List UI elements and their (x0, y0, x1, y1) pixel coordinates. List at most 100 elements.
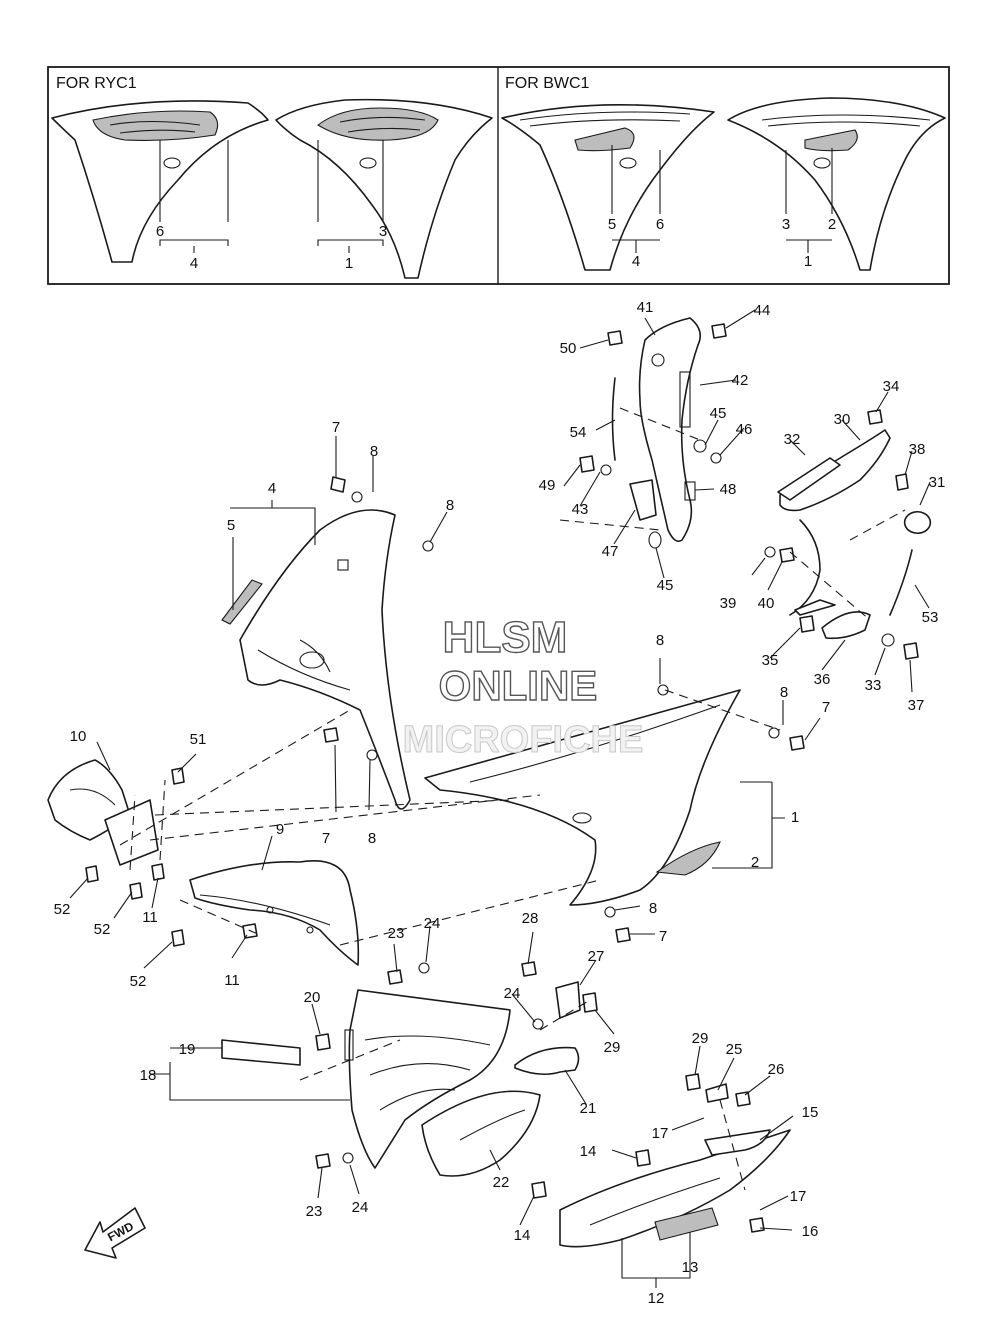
callout-15: 15 (802, 1104, 819, 1121)
callout-numbers: 6 4 3 1 5 6 4 3 2 1 41 44 50 42 34 45 30… (54, 216, 946, 1307)
callout-1-b: 1 (804, 253, 812, 270)
callout-3-b: 3 (782, 216, 790, 233)
callout-17-b: 17 (790, 1188, 807, 1205)
callout-45-b: 45 (657, 577, 674, 594)
callout-37: 37 (908, 697, 925, 714)
callout-27: 27 (588, 948, 605, 965)
variant-panels: FOR RYC1 FOR BWC1 (47, 66, 950, 285)
callout-11-b: 11 (224, 972, 240, 989)
callout-2-a: 2 (828, 216, 836, 233)
fasteners (85, 323, 919, 1233)
callout-12: 12 (648, 1290, 665, 1307)
callout-8-f: 8 (649, 900, 657, 917)
inner-panel (189, 860, 360, 966)
callout-8-b: 8 (446, 497, 454, 514)
callout-5-a: 5 (608, 216, 616, 233)
callout-1-c: 1 (791, 809, 799, 826)
callout-10: 10 (70, 728, 87, 745)
callout-28: 28 (522, 910, 539, 927)
callout-52-b: 52 (94, 921, 111, 938)
callout-43: 43 (572, 501, 589, 518)
callout-7-b: 7 (822, 699, 830, 716)
callout-16: 16 (802, 1223, 819, 1240)
callout-6-a: 6 (156, 223, 164, 240)
callout-9: 9 (276, 821, 284, 838)
callout-29-a: 29 (604, 1039, 621, 1056)
callout-47: 47 (602, 543, 619, 560)
callout-14-b: 14 (514, 1227, 531, 1244)
callout-7-d: 7 (659, 928, 667, 945)
side-cowling-right (424, 689, 741, 906)
ryc1-cowling-right (275, 98, 493, 279)
callout-4-c: 4 (268, 480, 276, 497)
callout-11-a: 11 (142, 909, 158, 926)
callout-51: 51 (190, 731, 207, 748)
callout-7-c: 7 (322, 830, 330, 847)
callout-48: 48 (720, 481, 737, 498)
panel-title-bwc1: FOR BWC1 (505, 75, 590, 92)
callout-5-b: 5 (227, 517, 235, 534)
callout-18: 18 (140, 1067, 157, 1084)
callout-20: 20 (304, 989, 321, 1006)
callout-17-a: 17 (652, 1125, 669, 1142)
callout-23-b: 23 (306, 1203, 323, 1220)
callout-2-b: 2 (751, 854, 759, 871)
callout-52-c: 52 (130, 973, 147, 990)
fwd-arrow: FWD (84, 1207, 146, 1259)
callout-13: 13 (682, 1259, 699, 1276)
callout-50: 50 (560, 340, 577, 357)
callout-8-e: 8 (368, 830, 376, 847)
callout-31: 31 (929, 474, 946, 491)
lower-side-cover (559, 1129, 791, 1248)
callout-24-a: 24 (424, 915, 441, 932)
watermark-line1: HLSM (443, 613, 568, 662)
main-assembly: FWD HLSM ONLINE MICROFICHE (47, 309, 932, 1288)
callout-leaders (69, 309, 931, 1288)
bwc1-cowling-right (727, 97, 946, 271)
callout-36: 36 (814, 671, 831, 688)
callout-8-d: 8 (780, 684, 788, 701)
callout-4-a: 4 (190, 255, 198, 272)
callout-53: 53 (922, 609, 939, 626)
callout-14-a: 14 (580, 1143, 597, 1160)
callout-49: 49 (539, 477, 556, 494)
callout-45-a: 45 (710, 405, 727, 422)
callout-22: 22 (493, 1174, 510, 1191)
callout-42: 42 (732, 372, 749, 389)
callout-8-c: 8 (656, 632, 664, 649)
watermark-line3: MICROFICHE (403, 719, 644, 761)
callout-23-a: 23 (388, 925, 405, 942)
callout-30: 30 (834, 411, 851, 428)
watermark-line2: ONLINE (439, 662, 598, 709)
side-cowling-upper-left (221, 509, 411, 810)
meter-cover (777, 429, 932, 640)
callout-25: 25 (726, 1041, 743, 1058)
callout-8-a: 8 (370, 443, 378, 460)
callout-38: 38 (909, 441, 926, 458)
decal-strip (221, 1039, 301, 1066)
callout-39: 39 (720, 595, 737, 612)
callout-21: 21 (580, 1100, 597, 1117)
callout-44: 44 (754, 302, 771, 319)
callout-1-a: 1 (345, 255, 353, 272)
bwc1-cowling-left (501, 104, 715, 271)
callout-4-b: 4 (632, 253, 640, 270)
cover-22 (421, 1090, 541, 1177)
callout-40: 40 (758, 595, 775, 612)
callout-24-b: 24 (504, 985, 521, 1002)
callout-3-a: 3 (379, 223, 387, 240)
air-duct (47, 759, 159, 866)
watermark: HLSM ONLINE MICROFICHE (402, 612, 644, 761)
callout-41: 41 (637, 299, 654, 316)
callout-46: 46 (736, 421, 753, 438)
assembly-dash-lines (119, 407, 906, 1191)
under-cowling (344, 989, 511, 1169)
callout-32: 32 (784, 431, 801, 448)
callout-24-c: 24 (352, 1199, 369, 1216)
callout-33: 33 (865, 677, 882, 694)
callout-35: 35 (762, 652, 779, 669)
callout-19: 19 (179, 1041, 196, 1058)
callout-54: 54 (570, 424, 587, 441)
callout-29-b: 29 (692, 1030, 709, 1047)
